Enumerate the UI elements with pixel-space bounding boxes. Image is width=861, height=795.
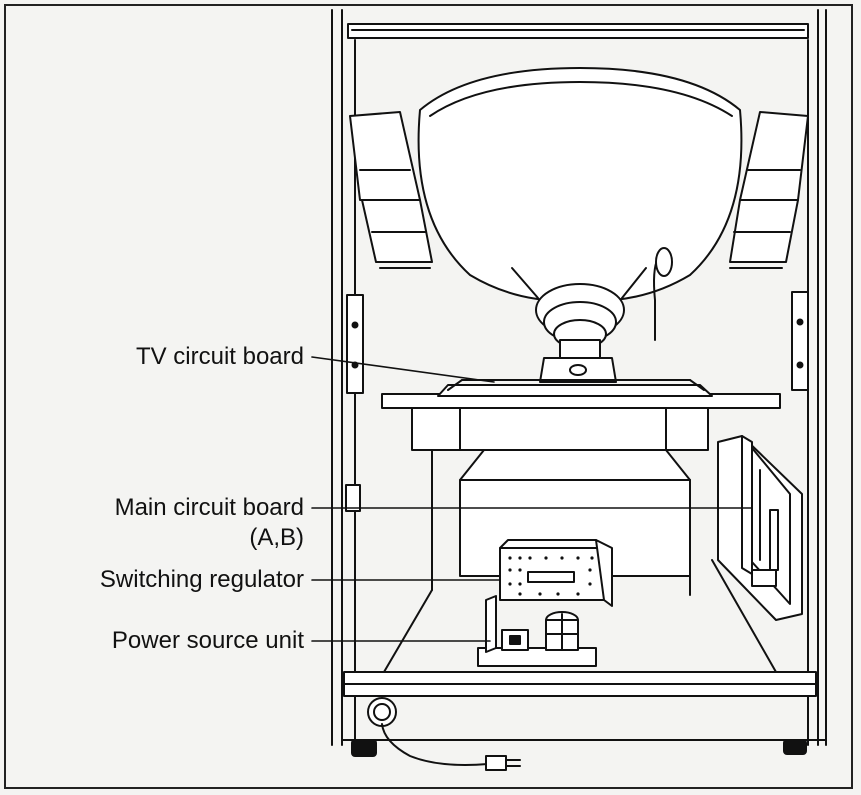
left-speaker: [349, 111, 433, 269]
main-circuit-board-panel: [717, 435, 803, 621]
label-power-source-unit: Power source unit: [111, 627, 304, 654]
side-brackets: [345, 291, 809, 512]
crt-monitor: [417, 67, 743, 383]
label-main-circuit-board: Main circuit board: [114, 494, 304, 521]
power-cord: [367, 697, 521, 771]
label-switching-regulator: Switching regulator: [99, 566, 304, 593]
figure-border: [4, 4, 853, 789]
label-tv-circuit-board: TV circuit board: [135, 343, 304, 370]
right-speaker: [729, 111, 809, 269]
leader-lines: [311, 356, 753, 642]
cabinet-floor: [341, 559, 827, 741]
switching-regulator: [499, 539, 613, 607]
label-main-circuit-board-sub: (A,B): [249, 524, 304, 551]
tv-shelf: [381, 379, 781, 451]
cabinet-feet: [351, 739, 807, 757]
power-source-unit: [477, 595, 597, 667]
